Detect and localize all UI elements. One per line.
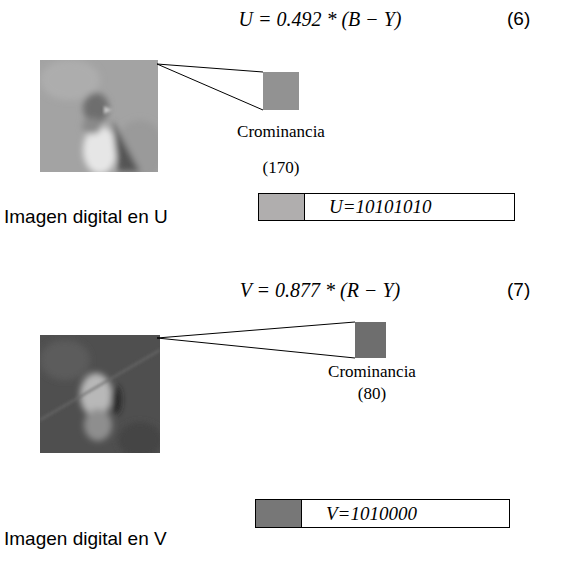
- value-label: (80): [358, 384, 386, 404]
- binary-value: U=10101010: [305, 194, 442, 220]
- value-label: (170): [263, 158, 300, 178]
- formula: V = 0.877 * (R − Y): [240, 279, 401, 302]
- chroma-sample: [263, 72, 299, 110]
- formula: U = 0.492 * (B − Y): [238, 8, 401, 31]
- equation-number: (6): [507, 8, 530, 30]
- binary-value: V=1010000: [302, 500, 427, 527]
- color-swatch: [256, 500, 302, 527]
- caption-text: Crominancia: [237, 122, 325, 142]
- equation-number: (7): [507, 279, 530, 301]
- binary-value-box: V=1010000: [255, 499, 510, 528]
- caption-text: Crominancia: [328, 362, 416, 382]
- chroma-sample: [355, 322, 386, 358]
- color-swatch: [259, 194, 305, 220]
- image-v: [40, 335, 160, 453]
- image-label: Imagen digital en U: [4, 206, 168, 228]
- image-label: Imagen digital en V: [4, 528, 167, 550]
- image-u: [40, 60, 158, 172]
- binary-value-box: U=10101010: [258, 193, 515, 221]
